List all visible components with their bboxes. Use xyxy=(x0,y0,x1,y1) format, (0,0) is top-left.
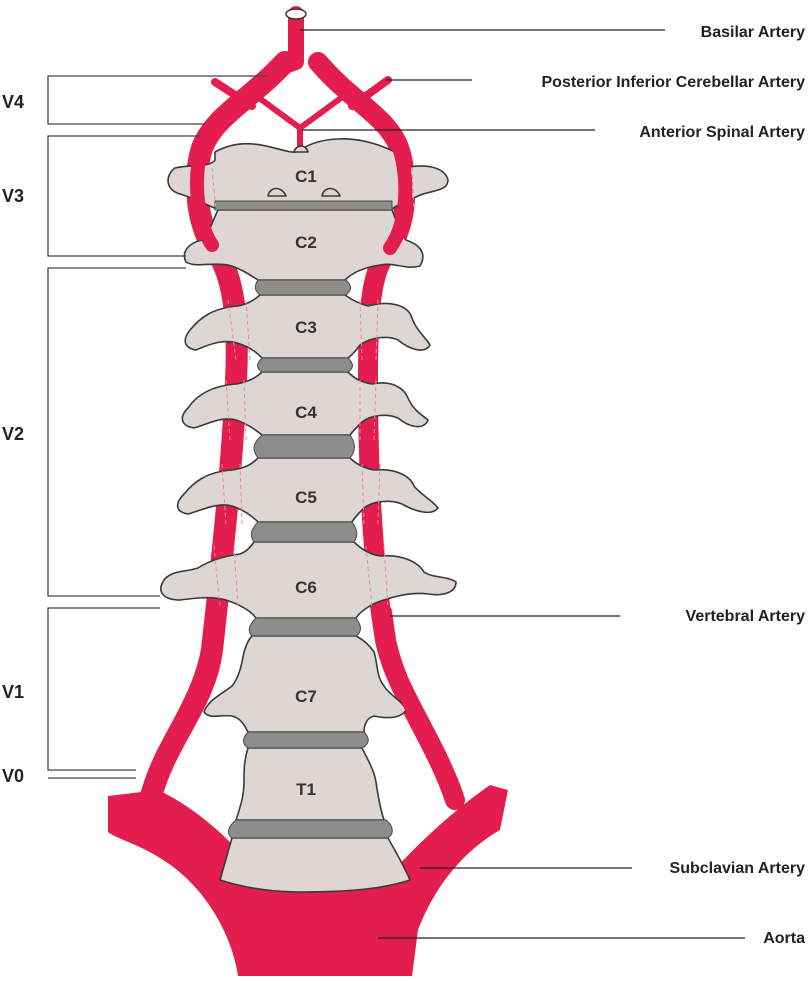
disc-c4-c5 xyxy=(253,434,355,459)
right-vertebral-v3 xyxy=(311,55,413,255)
disc-c6-c7 xyxy=(248,617,361,637)
label-anterior-spinal-artery: Anterior Spinal Artery xyxy=(639,124,805,141)
bracket-v3 xyxy=(47,135,200,257)
artery-labels: Basilar Artery Posterior Inferior Cerebe… xyxy=(300,24,805,947)
left-vertebral-lower xyxy=(141,607,223,807)
label-c3: C3 xyxy=(295,318,317,337)
bracket-v1 xyxy=(47,607,160,771)
disc-c3-c4 xyxy=(257,357,353,373)
foramen-dashes xyxy=(195,167,415,609)
vertebra-t1-lower xyxy=(219,837,411,893)
disc-c5-c6 xyxy=(250,521,358,543)
aorta-group xyxy=(108,785,508,976)
cervical-spine xyxy=(160,138,457,893)
label-c6: C6 xyxy=(295,578,317,597)
disc-c1-c2 xyxy=(214,200,393,211)
label-c7: C7 xyxy=(295,687,317,706)
segment-v4: V4 xyxy=(2,92,24,112)
label-pica: Posterior Inferior Cerebellar Artery xyxy=(542,74,806,91)
bracket-v4 xyxy=(47,75,268,125)
disc-t1-t2 xyxy=(228,819,393,839)
label-aorta: Aorta xyxy=(763,930,805,947)
vertebra-c5 xyxy=(176,457,439,523)
segment-v3: V3 xyxy=(2,186,24,206)
arteries-foreground xyxy=(141,55,463,807)
disc-c2-c3 xyxy=(254,279,351,296)
disc-c7-t1 xyxy=(243,731,369,749)
label-c4: C4 xyxy=(295,403,317,422)
label-c5: C5 xyxy=(295,488,317,507)
bracket-v2 xyxy=(47,267,186,597)
vertebra-labels: C1 C2 C3 C4 C5 C6 C7 T1 xyxy=(295,167,317,799)
label-vertebral-artery: Vertebral Artery xyxy=(686,608,806,625)
segment-v1: V1 xyxy=(2,682,24,702)
label-c2: C2 xyxy=(295,233,317,252)
aorta xyxy=(108,785,508,976)
segment-v2: V2 xyxy=(2,424,24,444)
right-vertebral-lower xyxy=(376,604,463,806)
segment-v0: V0 xyxy=(2,766,24,786)
label-basilar-artery: Basilar Artery xyxy=(701,24,805,41)
anterior-spinal-artery xyxy=(252,92,348,151)
label-c1: C1 xyxy=(295,167,317,186)
c2-tubercle-right xyxy=(321,187,341,197)
label-t1: T1 xyxy=(296,780,316,799)
left-vertebral-v3 xyxy=(190,55,292,252)
basilar-lumen xyxy=(285,8,307,20)
c2-tubercle-left xyxy=(267,187,287,197)
label-subclavian-artery: Subclavian Artery xyxy=(670,860,806,877)
vertebra-c4 xyxy=(181,371,429,436)
segment-brackets: V4 V3 V2 V1 V0 xyxy=(2,75,268,786)
vertebra-c7 xyxy=(203,635,407,733)
odontoid-process xyxy=(293,145,309,153)
